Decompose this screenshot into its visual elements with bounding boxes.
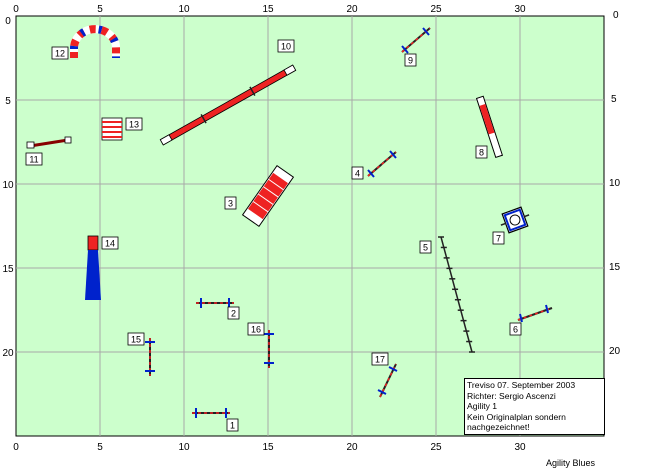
x-tick-top: 0 (13, 4, 19, 15)
svg-text:7: 7 (496, 234, 501, 244)
svg-text:1: 1 (230, 421, 235, 431)
info-line-class: Agility 1 (467, 401, 498, 412)
x-tick-top: 20 (346, 4, 358, 15)
svg-text:4: 4 (355, 169, 360, 179)
chute-14 (85, 235, 101, 300)
x-tick-top: 10 (178, 4, 190, 15)
label-1: 1 (226, 418, 239, 432)
y-tick-left: 15 (2, 264, 14, 275)
x-tick-top: 25 (430, 4, 442, 15)
svg-text:13: 13 (129, 120, 139, 130)
label-8: 8 (475, 145, 488, 159)
grid (16, 16, 604, 436)
svg-text:10: 10 (281, 42, 291, 52)
label-7: 7 (492, 231, 505, 245)
label-9: 9 (404, 53, 417, 67)
label-6: 6 (509, 322, 522, 336)
x-tick-top: 5 (97, 4, 103, 15)
hurdle-2 (196, 298, 234, 308)
x-tick-bottom: 20 (346, 442, 358, 453)
label-16: 16 (247, 322, 265, 336)
x-tick-top: 30 (514, 4, 526, 15)
info-line-judge: Richter: Sergio Ascenzi (467, 390, 556, 401)
label-13: 13 (125, 117, 143, 131)
label-3: 3 (224, 196, 237, 210)
spread-jump-13 (101, 117, 123, 141)
hurdle-4 (367, 150, 397, 178)
y-tick-right: 5 (611, 94, 617, 105)
y-tick-right: 10 (609, 178, 621, 189)
info-line-note-cont: nachgezeichnet! (467, 422, 530, 433)
y-tick-left: 20 (2, 348, 14, 359)
dog-walk-10 (159, 64, 297, 146)
y-tick-left: 5 (5, 96, 11, 107)
y-tick-left: 0 (5, 16, 11, 27)
hurdle-17 (377, 363, 398, 398)
weave-poles-5 (438, 236, 475, 353)
y-tick-right: 0 (613, 10, 619, 21)
svg-text:17: 17 (375, 355, 385, 365)
label-5: 5 (419, 240, 432, 254)
label-11: 11 (25, 152, 43, 166)
hurdle-6 (517, 304, 553, 323)
svg-text:11: 11 (29, 155, 38, 165)
event-info-box: Treviso 07. September 2003 Richter: Serg… (464, 378, 605, 435)
svg-text:9: 9 (408, 56, 413, 66)
info-line-venue: Treviso 07. September 2003 (467, 380, 576, 390)
chute-arc-12 (70, 25, 120, 58)
label-12: 12 (51, 46, 69, 60)
info-line-note: Kein Originalplan sondern (467, 411, 566, 422)
x-tick-bottom: 5 (97, 442, 103, 453)
hurdle-9 (401, 27, 431, 54)
label-4: 4 (351, 166, 364, 180)
hurdle-15 (145, 338, 155, 376)
svg-text:15: 15 (131, 335, 141, 345)
hurdle-11 (26, 136, 72, 149)
label-15: 15 (127, 332, 145, 346)
x-tick-bottom: 0 (13, 442, 19, 453)
x-tick-bottom: 10 (178, 442, 190, 453)
label-14: 14 (101, 236, 119, 250)
svg-text:16: 16 (251, 325, 261, 335)
label-17: 17 (371, 352, 389, 366)
brand-label: Agility Blues (546, 458, 596, 468)
svg-text:2: 2 (231, 309, 236, 319)
hurdle-16 (264, 330, 274, 368)
svg-text:6: 6 (513, 325, 518, 335)
panel-8 (475, 95, 504, 159)
svg-text:8: 8 (479, 148, 484, 158)
tire-7 (500, 206, 530, 234)
hurdle-1 (192, 408, 230, 418)
y-tick-right: 20 (609, 346, 621, 357)
label-10: 10 (277, 39, 295, 53)
svg-text:5: 5 (423, 243, 428, 253)
x-tick-bottom: 15 (262, 442, 274, 453)
x-tick-bottom: 30 (514, 442, 526, 453)
y-tick-right: 15 (609, 262, 621, 273)
label-2: 2 (227, 306, 240, 320)
y-tick-left: 10 (2, 180, 14, 191)
tunnel-3 (241, 164, 295, 228)
svg-text:14: 14 (105, 239, 115, 249)
svg-text:3: 3 (228, 199, 233, 209)
svg-text:12: 12 (55, 49, 65, 59)
x-tick-bottom: 25 (430, 442, 442, 453)
x-tick-top: 15 (262, 4, 274, 15)
